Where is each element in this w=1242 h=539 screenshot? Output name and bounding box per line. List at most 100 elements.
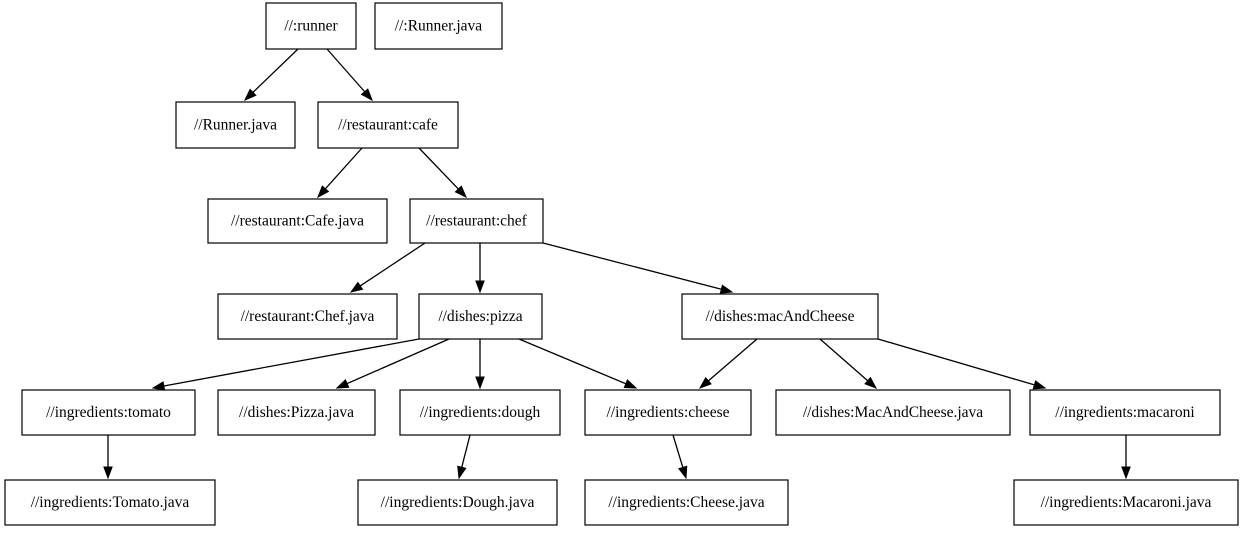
node-tomato_java[interactable]: //ingredients:Tomato.java [4, 479, 216, 526]
edge-pizza-to-tomato [151, 338, 420, 391]
edge-line [324, 147, 363, 190]
nodes-layer: //:runner //:Runner.java //Runner.java //re… [4, 2, 1239, 526]
node-box[interactable] [21, 389, 196, 436]
edge-pizza-to-pizza_java [335, 338, 450, 389]
node-box[interactable] [775, 389, 1011, 436]
node-chef[interactable]: //restaurant:chef [409, 198, 544, 244]
edge-arrowhead [475, 280, 485, 294]
node-macaroni_java[interactable]: //ingredients:Macaroni.java [1013, 479, 1239, 526]
edge-line [672, 434, 684, 468]
node-label: //dishes:pizza [438, 308, 522, 325]
node-label: //restaurant:Chef.java [241, 308, 375, 325]
node-label: //restaurant:cafe [338, 117, 438, 134]
edge-line [326, 48, 366, 93]
node-box[interactable] [584, 479, 789, 526]
edge-chef-to-pizza [475, 243, 485, 294]
node-box[interactable] [1013, 479, 1239, 526]
node-box[interactable] [1029, 389, 1221, 436]
edge-cheese-to-cheese_java [672, 434, 688, 480]
edge-runner-to-runner_java [243, 48, 299, 101]
node-mac_cheese_java[interactable]: //dishes:MacAndCheese.java [775, 389, 1011, 436]
node-cafe[interactable]: //restaurant:cafe [317, 101, 459, 149]
node-label: //restaurant:chef [426, 213, 528, 230]
edge-arrowhead [678, 465, 688, 480]
edge-line [707, 338, 758, 382]
node-cafe_java[interactable]: //restaurant:Cafe.java [207, 198, 388, 244]
node-box[interactable] [357, 479, 558, 526]
node-runner_java[interactable]: //Runner.java [175, 101, 296, 149]
edge-arrowhead [1121, 466, 1131, 480]
edge-arrowhead [457, 465, 467, 480]
edge-arrowhead [698, 376, 712, 389]
node-box[interactable] [584, 389, 752, 436]
edge-line [877, 338, 1035, 386]
node-dough[interactable]: //ingredients:dough [399, 389, 561, 436]
node-pizza[interactable]: //dishes:pizza [418, 293, 543, 340]
edge-arrowhead [103, 466, 113, 480]
edge-macaroni-to-macaroni_java [1121, 435, 1131, 480]
edge-arrowhead [864, 376, 878, 389]
node-box[interactable] [409, 198, 544, 244]
edge-line [418, 147, 459, 190]
node-macaroni[interactable]: //ingredients:macaroni [1029, 389, 1221, 436]
node-box[interactable] [418, 293, 543, 340]
edges-layer [103, 48, 1131, 480]
edge-arrowhead [349, 281, 364, 293]
edge-arrowhead [317, 185, 330, 199]
edge-arrowhead [335, 378, 350, 389]
node-box[interactable] [265, 2, 357, 50]
node-runner_java_root[interactable]: //:Runner.java [374, 2, 503, 50]
edge-line [461, 434, 471, 468]
edge-arrowhead [243, 88, 257, 101]
node-box[interactable] [207, 198, 388, 244]
edge-cafe-to-cafe_java [317, 147, 363, 199]
edge-arrowhead [360, 88, 373, 102]
node-tomato[interactable]: //ingredients:tomato [21, 389, 196, 436]
node-label: //ingredients:Macaroni.java [1041, 494, 1212, 511]
node-chef_java[interactable]: //restaurant:Chef.java [217, 293, 398, 340]
edge-chef-to-chef_java [349, 242, 426, 293]
edge-arrowhead [623, 379, 638, 389]
edge-line [819, 338, 869, 382]
node-runner[interactable]: //:runner [265, 2, 357, 50]
node-label: //ingredients:Tomato.java [31, 494, 190, 511]
edge-chef-to-mac_and_cheese [542, 242, 734, 294]
edge-line [518, 338, 627, 385]
node-box[interactable] [175, 101, 296, 149]
edge-mac_and_cheese-to-cheese [698, 338, 758, 389]
node-label: //:Runner.java [395, 18, 483, 35]
node-label: //ingredients:cheese [606, 404, 729, 421]
edge-mac_and_cheese-to-macaroni [877, 338, 1047, 390]
edge-line [359, 242, 426, 287]
node-box[interactable] [399, 389, 561, 436]
edge-tomato-to-tomato_java [103, 435, 113, 480]
node-box[interactable] [217, 293, 398, 340]
edge-cafe-to-chef [418, 147, 467, 199]
node-dough_java[interactable]: //ingredients:Dough.java [357, 479, 558, 526]
node-box[interactable] [374, 2, 503, 50]
edge-line [346, 338, 450, 385]
node-cheese_java[interactable]: //ingredients:Cheese.java [584, 479, 789, 526]
edge-arrowhead [454, 185, 467, 199]
node-mac_and_cheese[interactable]: //dishes:macAndCheese [681, 293, 879, 340]
node-box[interactable] [317, 101, 459, 149]
edge-pizza-to-cheese [518, 338, 638, 389]
edge-dough-to-dough_java [457, 434, 471, 480]
edge-line [163, 338, 420, 387]
edge-arrowhead [1032, 380, 1047, 390]
node-label: //restaurant:Cafe.java [231, 213, 364, 230]
edge-runner-to-cafe [326, 48, 373, 102]
node-pizza_java[interactable]: //dishes:Pizza.java [217, 389, 376, 436]
node-box[interactable] [217, 389, 376, 436]
node-label: //Runner.java [194, 117, 277, 134]
node-cheese[interactable]: //ingredients:cheese [584, 389, 752, 436]
node-box[interactable] [681, 293, 879, 340]
edge-mac_and_cheese-to-mac_cheese_java [819, 338, 878, 389]
node-box[interactable] [4, 479, 216, 526]
node-label: //dishes:MacAndCheese.java [803, 404, 983, 421]
node-label: //ingredients:dough [420, 404, 541, 421]
edge-arrowhead [719, 284, 734, 294]
node-label: //ingredients:macaroni [1055, 404, 1195, 421]
